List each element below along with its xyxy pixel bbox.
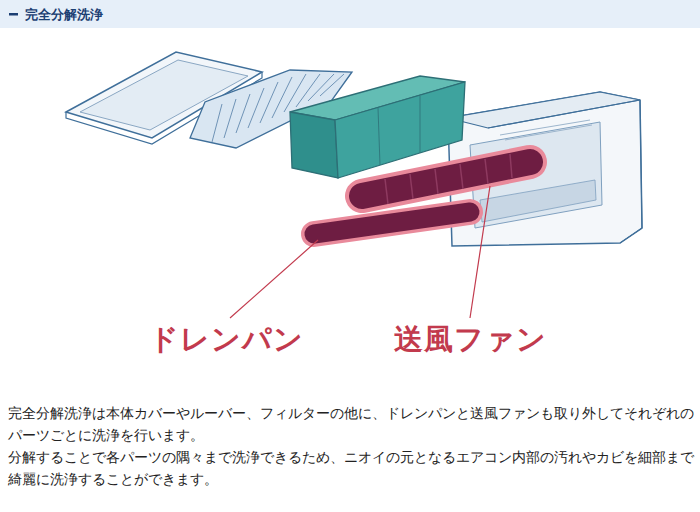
part-label: ドレンパン [149, 320, 304, 360]
body-paragraph: 完全分解洗浄は本体カバーやルーバー、フィルターの他に、ドレンパンと送風ファンも取… [8, 402, 694, 446]
leader-line [470, 186, 490, 318]
part-label: 送風ファン [394, 320, 547, 360]
heat-exchanger [290, 76, 465, 178]
drain-pan [314, 212, 470, 234]
leader-line [230, 240, 318, 318]
header-band [0, 0, 700, 28]
header-dash [9, 13, 18, 16]
blower-fan [362, 154, 530, 204]
section-title: 完全分解洗浄 [25, 6, 103, 24]
body-paragraph: 分解することで各パーツの隅々まで洗浄できるため、ニオイの元となるエアコン内部の汚… [8, 446, 694, 490]
